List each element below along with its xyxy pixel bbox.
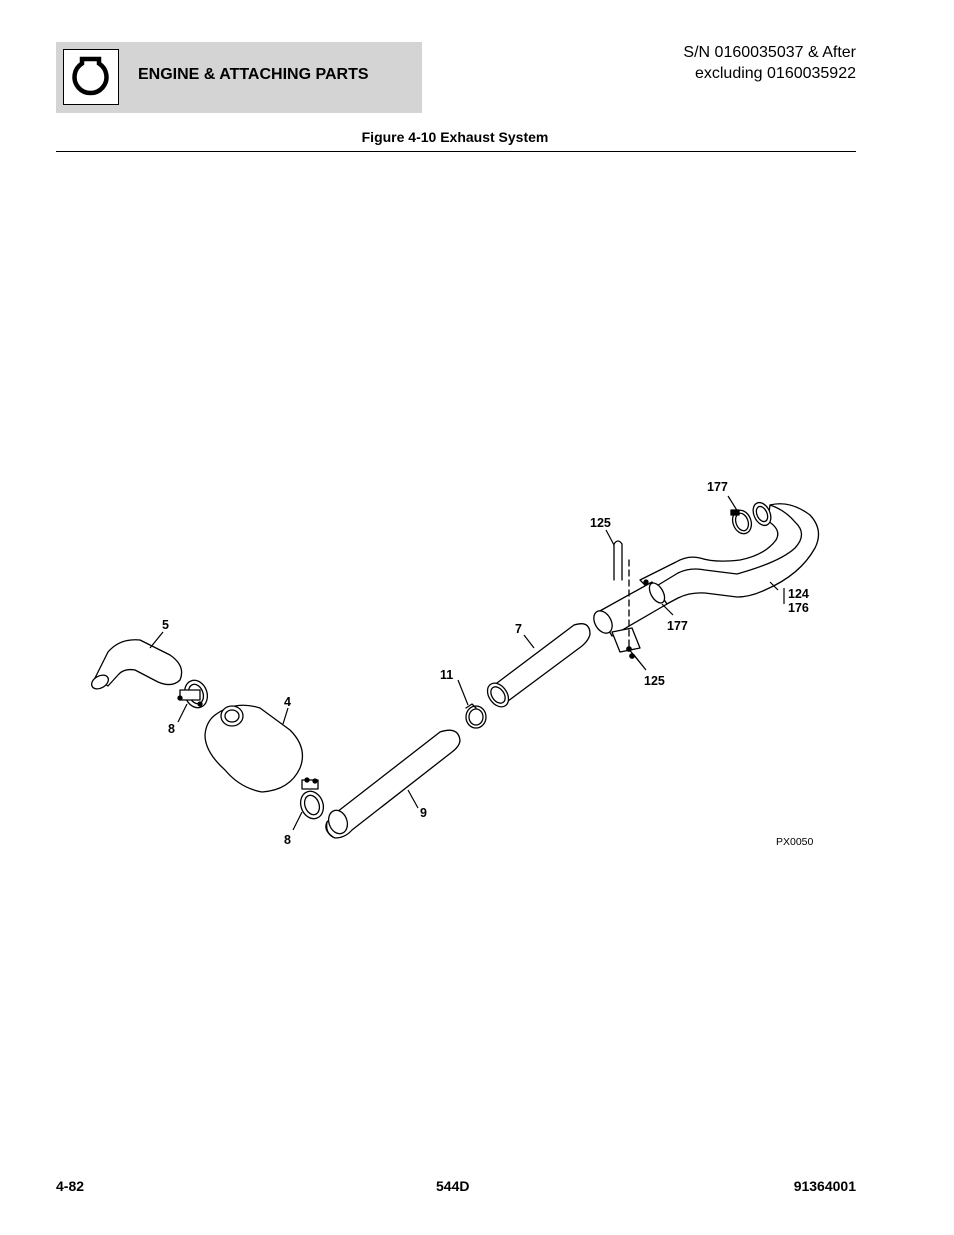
callout-176: 176 [788, 601, 809, 615]
callout-8-bottom: 8 [284, 833, 291, 847]
leader-lines [149, 495, 785, 831]
callout-8-top: 8 [168, 722, 175, 736]
callout-124: 124 [788, 587, 809, 601]
part-11-clamp [465, 703, 487, 729]
serial-number-range: S/N 0160035037 & After excluding 0160035… [683, 42, 856, 84]
callout-5: 5 [162, 618, 169, 632]
callout-177-mid: 177 [667, 619, 688, 633]
part-4-muffler [204, 704, 304, 793]
part-8-clamp-bottom [299, 777, 325, 820]
page-number: 4-82 [56, 1178, 85, 1194]
part-8-clamp-top [177, 679, 209, 709]
engine-icon [63, 49, 119, 105]
part-9-pipe [325, 729, 461, 839]
model-number: 544D [436, 1178, 470, 1194]
header-rule [56, 151, 856, 152]
document-number: 91364001 [793, 1178, 856, 1194]
part-7-pipe [486, 623, 591, 708]
callout-11: 11 [440, 668, 453, 682]
exhaust-system-diagram: 177 125 124 176 177 7 125 5 11 4 8 9 8 P… [90, 480, 820, 848]
part-177-clamp-top [730, 509, 753, 535]
callout-7: 7 [515, 622, 522, 636]
serial-number-line-1: S/N 0160035037 & After [683, 44, 856, 61]
section-title: ENGINE & ATTACHING PARTS [138, 66, 369, 83]
callout-9: 9 [420, 806, 427, 820]
part-124-tailpipe [639, 501, 820, 607]
callout-125-bottom: 125 [644, 674, 665, 688]
figure-code: PX0050 [776, 836, 814, 848]
part-5-elbow [90, 639, 183, 690]
callout-177-top: 177 [707, 480, 728, 494]
callout-125-top: 125 [590, 516, 611, 530]
callout-4: 4 [284, 695, 291, 709]
figure-title: Figure 4-10 Exhaust System [361, 129, 549, 145]
part-pipe-with-bracket [593, 540, 668, 659]
serial-number-line-2: excluding 0160035922 [694, 65, 856, 82]
